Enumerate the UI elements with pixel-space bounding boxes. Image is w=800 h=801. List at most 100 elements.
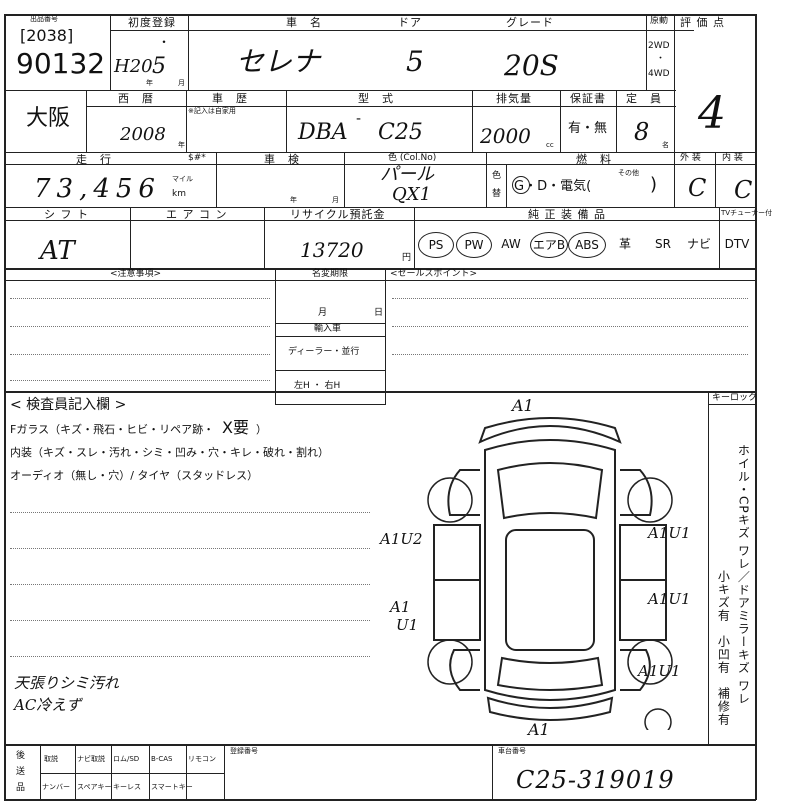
post-item: ナビ取説	[77, 755, 105, 763]
front-bumper	[478, 417, 622, 444]
car-name-label: 車 名	[286, 16, 322, 29]
fuel-value: G・D・電気(	[514, 179, 592, 194]
capacity-label: 定 員	[626, 92, 662, 105]
interior-condition-line: 内装（キズ・スレ・汚れ・シミ・凹み・穴・キレ・破れ・割れ）	[10, 446, 329, 459]
caution-label: <注意事項>	[110, 269, 162, 279]
mileage-flag-label: $#*	[188, 153, 206, 163]
hand-note-ceiling: 天張りシミ汚れ	[14, 674, 120, 692]
post-item: ナンバー	[42, 783, 70, 791]
car-name: セレナ	[236, 45, 321, 78]
displacement-label: 排気量	[496, 92, 532, 105]
equipment-item: AW	[501, 237, 521, 251]
steering-side: 左H ・ 右H	[294, 381, 341, 391]
left-front-fender	[447, 469, 480, 516]
exterior-label: 外 装	[680, 153, 701, 163]
month-unit: 月	[178, 79, 185, 87]
inspection-label: 車 検	[264, 153, 300, 166]
windshield-mark: X要	[222, 418, 249, 437]
audio-tire-line: オーディオ（無し・穴）/ タイヤ（スタッドレス）	[10, 469, 259, 482]
post-label-1: 後	[16, 751, 26, 761]
drive-dot: ・	[656, 54, 666, 64]
drive-4wd: 4WD	[648, 69, 670, 79]
fuel-other: その他	[618, 169, 639, 177]
right-front-fender	[620, 469, 653, 516]
fuel-gasoline-circle	[512, 176, 530, 194]
lot-code: [2038]	[20, 26, 74, 45]
fuel-close: )	[650, 174, 658, 195]
capacity-unit: 名	[662, 141, 669, 149]
inspector-title: < 検査員記入欄 >	[10, 397, 127, 413]
km-unit: km	[172, 189, 186, 199]
mark-right-mid: A1U1	[648, 590, 691, 608]
displacement-value: 2000	[480, 124, 531, 148]
displacement-unit: cc	[546, 141, 554, 149]
chassis-label: 車台番号	[498, 747, 526, 755]
year-value: 2008	[120, 124, 166, 145]
color-code: QX1	[392, 184, 432, 205]
right-rear-wheel	[627, 639, 673, 685]
left-rear-wheel	[427, 639, 473, 685]
equipment-item: エアB	[530, 232, 568, 258]
lot-label: 出品番号	[30, 15, 58, 23]
post-item: スマートキー	[151, 783, 193, 791]
mark-left-front: A1U2	[380, 530, 423, 548]
equipment-item: ナビ	[686, 237, 711, 251]
post-item: 取説	[44, 755, 58, 763]
equipment-item: SR	[655, 237, 671, 251]
grade-value: 20S	[504, 49, 559, 82]
equipment-item: ABS	[568, 232, 606, 258]
left-front-wheel	[427, 477, 473, 523]
car-body-diagram	[427, 417, 673, 730]
inspection-month-unit: 月	[332, 196, 339, 204]
interior-grade: C	[734, 176, 753, 204]
rear-bumper	[486, 696, 614, 721]
drive-2wd: 2WD	[648, 41, 670, 51]
mark-left-rear-1: A1	[390, 598, 411, 616]
repaint-label-1: 色	[492, 171, 502, 181]
reg-no-label: 登録番号	[230, 747, 258, 755]
model-label: 型 式	[358, 92, 394, 105]
import-label: 輸入車	[314, 324, 342, 334]
rear-window	[496, 656, 604, 691]
model-code: C25	[378, 120, 423, 145]
post-item: リモコン	[188, 755, 216, 763]
first-reg-era: H20	[114, 56, 153, 77]
color-value: パール	[380, 164, 434, 185]
lot-number: 90132	[16, 47, 106, 80]
door-label: ドア	[398, 16, 422, 29]
first-reg-dot: ・	[158, 35, 171, 49]
name-change-label: 名変期限	[312, 269, 349, 279]
equipment-item: PW	[456, 232, 492, 258]
repaint-label-2: 替	[492, 189, 502, 199]
first-reg-month: 5	[152, 54, 166, 79]
model-dash: -	[356, 111, 362, 127]
post-item: キーレス	[113, 783, 141, 791]
warranty-label: 保証書	[570, 92, 606, 105]
post-label-2: 送	[16, 767, 26, 777]
model-prefix: DBA	[298, 120, 348, 145]
shift-value: AT	[40, 236, 75, 266]
capacity-value: 8	[634, 118, 650, 146]
recycle-amount: 13720	[300, 238, 364, 262]
hand-note-ac: AC冷えず	[14, 696, 82, 714]
post-label-3: 品	[16, 783, 26, 793]
equipment-item: DTV	[724, 237, 750, 251]
grade-label: グレード	[506, 16, 554, 29]
recycle-unit: 円	[402, 253, 412, 263]
left-rear-door	[433, 579, 481, 641]
score-value: 4	[698, 88, 726, 139]
location: 大阪	[26, 106, 71, 131]
color-label: 色 (Col.No)	[388, 153, 437, 163]
right-rear-door	[619, 579, 667, 641]
windshield	[496, 462, 604, 520]
mile-unit: マイル	[172, 175, 193, 183]
interior-label: 内 装	[722, 153, 743, 163]
left-front-door	[433, 524, 481, 581]
side-note-wheel-mirror: ホイル・CPキズ ワレ／ドアミラーキズ ワレ	[736, 444, 751, 706]
mark-right-front: A1U1	[648, 524, 691, 542]
windshield-line: Fガラス（キズ・飛石・ヒビ・リペア跡・	[10, 423, 215, 436]
equipment-label: 純 正 装 備 品	[528, 208, 606, 221]
post-item: ロム/SD	[113, 755, 140, 763]
fuel-label: 燃 料	[576, 153, 612, 166]
first-reg-label: 初度登録	[128, 16, 176, 29]
